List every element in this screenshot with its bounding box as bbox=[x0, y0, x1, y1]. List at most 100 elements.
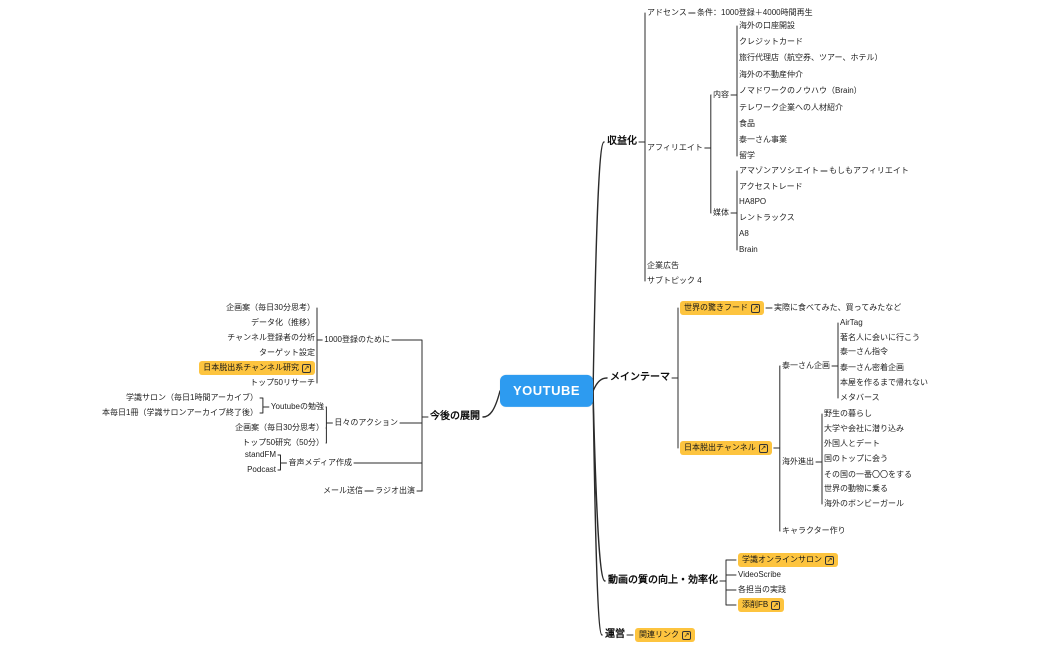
node-brain[interactable]: Brain bbox=[739, 245, 758, 255]
node-label: 内容 bbox=[713, 90, 729, 99]
node-youtube[interactable]: YOUTUBE bbox=[500, 374, 594, 408]
node-gakushiki-salon[interactable]: 学識オンラインサロン↗ bbox=[738, 553, 838, 567]
node-nomad-knowhow[interactable]: ノマドワークのノウハウ（Brain） bbox=[739, 86, 862, 96]
node-main-theme[interactable]: メインテーマ bbox=[610, 372, 670, 385]
node-japan-escape-research[interactable]: 日本脱出系チャンネル研究↗ bbox=[199, 361, 315, 375]
node-label: 日本脱出系チャンネル研究 bbox=[203, 363, 299, 372]
node-label: standFM bbox=[244, 450, 276, 459]
node-subscriber-analysis[interactable]: チャンネル登録者の分析 bbox=[227, 333, 315, 343]
node-moshimo-affiliate[interactable]: もしもアフィリエイト bbox=[829, 166, 909, 176]
node-top50-research[interactable]: トップ50リサーチ bbox=[250, 378, 315, 388]
node-label: 日本脱出チャンネル bbox=[684, 443, 756, 452]
node-subtopic-4[interactable]: サブトピック 4 bbox=[647, 276, 702, 286]
node-sneak-into[interactable]: 大学や会社に潜り込み bbox=[824, 424, 904, 434]
node-label: 海外のボンビーガール bbox=[824, 499, 904, 508]
node-label: 収益化 bbox=[607, 135, 637, 147]
node-wild-living[interactable]: 野生の暮らし bbox=[824, 409, 872, 419]
node-affiliate-media[interactable]: 媒体 bbox=[713, 208, 729, 218]
node-taiichi-projects[interactable]: 泰一さん企画 bbox=[782, 361, 830, 371]
node-taiichi-business[interactable]: 泰一さん事業 bbox=[739, 135, 787, 145]
node-adsense[interactable]: アドセンス bbox=[647, 8, 687, 18]
node-label: 留学 bbox=[739, 151, 755, 160]
node-podcast[interactable]: Podcast bbox=[247, 465, 276, 475]
node-video-quality[interactable]: 動画の質の向上・効率化 bbox=[608, 575, 718, 588]
node-study-abroad[interactable]: 留学 bbox=[739, 151, 755, 161]
node-meet-celebrities[interactable]: 著名人に会いに行こう bbox=[840, 333, 920, 343]
node-world-surprising-food[interactable]: 世界の驚きフード↗ bbox=[680, 301, 764, 315]
node-credit-card[interactable]: クレジットカード bbox=[739, 37, 803, 47]
node-label: 泰一さん指令 bbox=[840, 347, 888, 356]
node-label: Brain bbox=[739, 245, 758, 254]
node-japan-escape-channel[interactable]: 日本脱出チャンネル↗ bbox=[680, 441, 772, 455]
node-plan-ideas-30min-2[interactable]: 企画案（毎日30分思考） bbox=[235, 423, 324, 433]
node-gakushiki-archive[interactable]: 学識サロン（毎日1時間アーカイブ） bbox=[126, 393, 258, 403]
node-overseas-real-estate[interactable]: 海外の不動産仲介 bbox=[739, 70, 803, 80]
node-label: 実際に食べてみた、買ってみたなど bbox=[774, 303, 902, 312]
node-label: チャンネル登録者の分析 bbox=[227, 333, 315, 342]
node-related-links[interactable]: 関連リンク↗ bbox=[635, 628, 695, 642]
node-airtag[interactable]: AirTag bbox=[840, 318, 863, 328]
node-member-practice[interactable]: 各担当の実践 bbox=[738, 585, 786, 595]
node-label: 海外進出 bbox=[782, 457, 814, 466]
node-daily-actions[interactable]: 日々のアクション bbox=[334, 418, 398, 428]
node-corporate-ads[interactable]: 企業広告 bbox=[647, 261, 679, 271]
node-data-tracking[interactable]: データ化（推移） bbox=[251, 318, 315, 328]
node-a8[interactable]: A8 bbox=[739, 229, 749, 239]
node-telework-referral[interactable]: テレワーク企業への人材紹介 bbox=[739, 103, 843, 113]
node-operations[interactable]: 運営 bbox=[605, 629, 625, 642]
node-date-foreigners[interactable]: 外国人とデート bbox=[824, 439, 880, 449]
node-taiichi-order[interactable]: 泰一さん指令 bbox=[840, 347, 888, 357]
node-ride-animals[interactable]: 世界の動物に乗る bbox=[824, 484, 888, 494]
node-label: 学識サロン（毎日1時間アーカイブ） bbox=[126, 393, 258, 402]
node-label: 本毎日1冊（学識サロンアーカイブ終了後） bbox=[102, 408, 258, 417]
node-target-setting[interactable]: ターゲット設定 bbox=[259, 348, 315, 358]
node-label: 媒体 bbox=[713, 208, 729, 217]
node-label: 企画案（毎日30分思考） bbox=[235, 423, 324, 432]
node-send-email[interactable]: メール送信 bbox=[323, 486, 363, 496]
node-rentracks[interactable]: レントラックス bbox=[739, 213, 795, 223]
node-access-trade[interactable]: アクセストレード bbox=[739, 182, 803, 192]
node-affiliate[interactable]: アフィリエイト bbox=[647, 143, 703, 153]
node-label: アフィリエイト bbox=[647, 143, 703, 152]
node-for-1000-subs[interactable]: 1000登録のために bbox=[324, 335, 390, 345]
node-label: 外国人とデート bbox=[824, 439, 880, 448]
node-bookstore-challenge[interactable]: 本屋を作るまで帰れない bbox=[840, 378, 928, 388]
node-future[interactable]: 今後の展開 bbox=[430, 411, 480, 424]
node-youtube-study[interactable]: Youtubeの勉強 bbox=[271, 402, 324, 412]
node-top50-study-50min[interactable]: トップ50研究（50分） bbox=[242, 438, 324, 448]
node-overseas-bank-account[interactable]: 海外の口座開設 bbox=[739, 21, 795, 31]
node-label: 海外の不動産仲介 bbox=[739, 70, 803, 79]
node-food[interactable]: 食品 bbox=[739, 119, 755, 129]
node-adsense-condition[interactable]: 条件：1000登録＋4000時間再生 bbox=[697, 8, 813, 18]
node-travel-agency[interactable]: 旅行代理店（航空券、ツアー、ホテル） bbox=[739, 53, 882, 63]
node-overseas-expansion[interactable]: 海外進出 bbox=[782, 457, 814, 467]
external-link-icon: ↗ bbox=[758, 443, 768, 453]
node-label: 泰一さん事業 bbox=[739, 135, 787, 144]
node-standfm[interactable]: standFM bbox=[245, 450, 276, 460]
node-character-building[interactable]: キャラクター作り bbox=[782, 526, 846, 536]
node-taiichi-closeup[interactable]: 泰一さん密着企画 bbox=[840, 363, 904, 373]
node-affiliate-content[interactable]: 内容 bbox=[713, 90, 729, 100]
node-tensaku-fb[interactable]: 添削FB↗ bbox=[738, 598, 785, 612]
node-actually-ate[interactable]: 実際に食べてみた、買ってみたなど bbox=[774, 303, 901, 313]
node-label: HA8PO bbox=[739, 197, 767, 206]
node-meet-country-top[interactable]: 国のトップに会う bbox=[824, 454, 888, 464]
node-book-daily[interactable]: 本毎日1冊（学識サロンアーカイブ終了後） bbox=[102, 408, 258, 418]
node-amazon-associates[interactable]: アマゾンアソシエイト bbox=[739, 166, 819, 176]
node-label: 大学や会社に潜り込み bbox=[824, 424, 904, 433]
node-countrys-best[interactable]: その国の一番〇〇をする bbox=[824, 470, 912, 480]
node-audio-media[interactable]: 音声メディア作成 bbox=[289, 458, 352, 468]
node-metaverse[interactable]: メタバース bbox=[840, 393, 880, 403]
node-plan-ideas-30min[interactable]: 企画案（毎日30分思考） bbox=[226, 303, 315, 313]
node-label: ラジオ出演 bbox=[375, 486, 415, 495]
node-radio-appearance[interactable]: ラジオ出演 bbox=[375, 486, 415, 496]
node-monetization[interactable]: 収益化 bbox=[607, 136, 637, 149]
node-label: アクセストレード bbox=[739, 182, 803, 191]
node-label: 企画案（毎日30分思考） bbox=[226, 303, 315, 312]
node-ha8po[interactable]: HA8PO bbox=[739, 197, 766, 207]
node-label: サブトピック 4 bbox=[647, 276, 702, 285]
node-videoscribe[interactable]: VideoScribe bbox=[738, 570, 781, 580]
node-overseas-bombee-girl[interactable]: 海外のボンビーガール bbox=[824, 499, 904, 509]
node-label: Podcast bbox=[247, 465, 276, 474]
